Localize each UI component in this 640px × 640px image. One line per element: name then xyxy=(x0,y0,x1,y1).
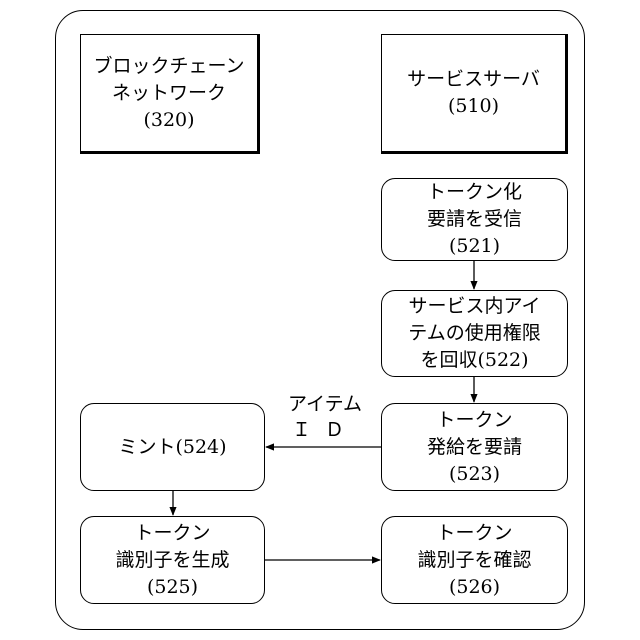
arrow-layer xyxy=(0,0,640,640)
